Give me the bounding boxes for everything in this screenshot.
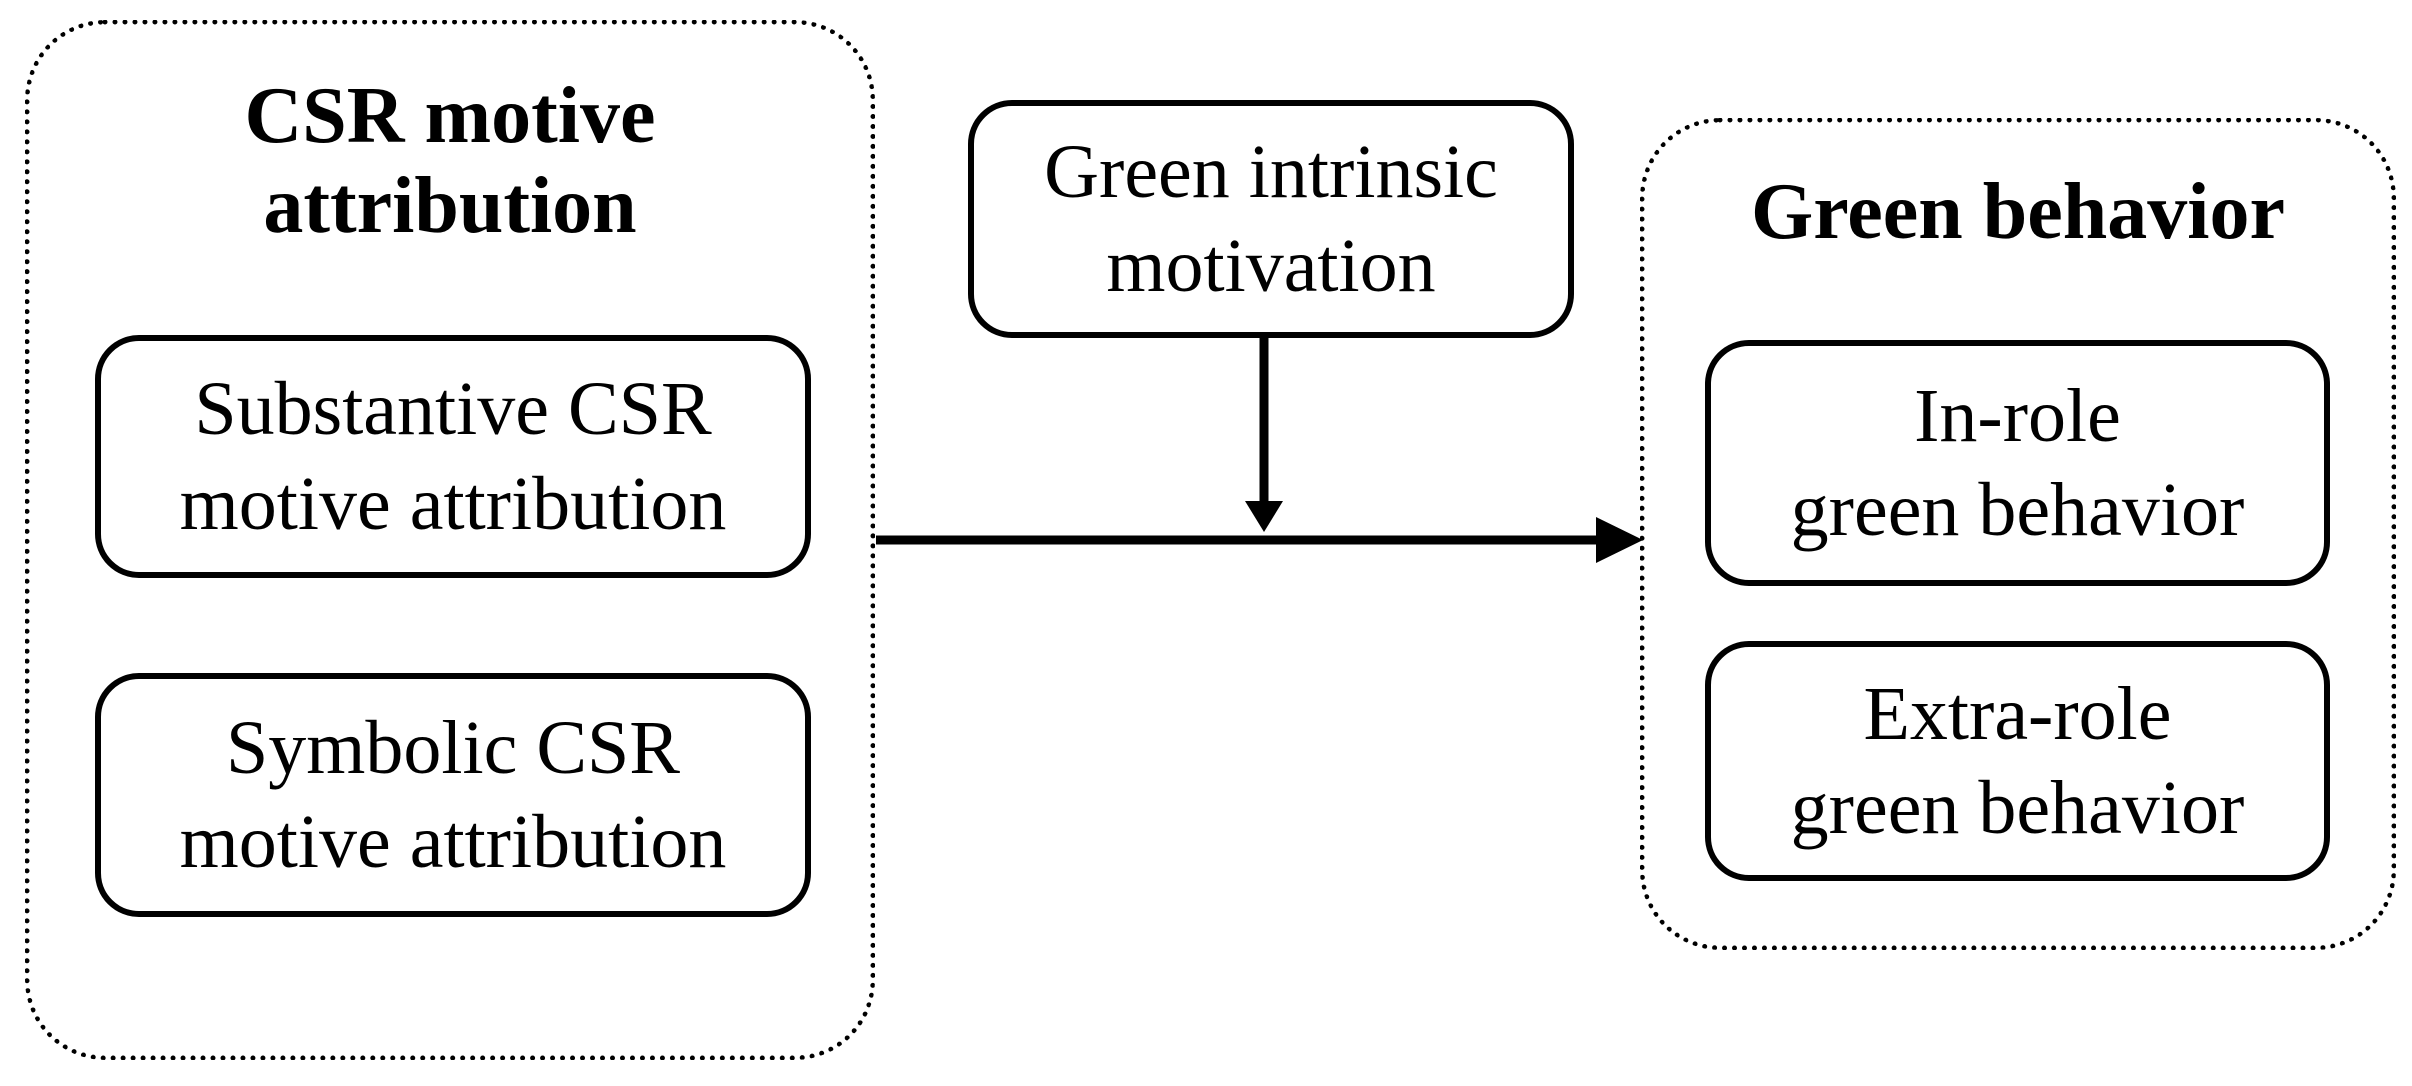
csr-motive-attribution-title-line1: CSR motive — [244, 72, 656, 160]
csr-motive-attribution-title-line2: attribution — [263, 161, 637, 250]
in-role-green-behavior-node: In-role green behavior — [1705, 340, 2330, 586]
green-intrinsic-motivation-node: Green intrinsic motivation — [968, 100, 1574, 338]
in-role-node-line2: green behavior — [1790, 468, 2245, 552]
moderation-arrow — [1245, 338, 1283, 532]
csr-motive-attribution-group-title: CSR motive attribution — [25, 72, 875, 251]
extra-role-green-behavior-node: Extra-role green behavior — [1705, 641, 2330, 881]
extra-role-node-line1: Extra-role — [1863, 671, 2172, 756]
in-role-node-line1: In-role — [1914, 373, 2121, 458]
moderator-node-line1: Green intrinsic — [1044, 129, 1498, 214]
symbolic-csr-motive-attribution-node: Symbolic CSR motive attribution — [95, 673, 811, 917]
green-behavior-group-title: Green behavior — [1640, 168, 2396, 258]
substantive-node-line1: Substantive CSR — [194, 367, 712, 452]
symbolic-node-line1: Symbolic CSR — [226, 705, 680, 790]
substantive-node-line2: motive attribution — [179, 461, 727, 546]
green-behavior-title-line1: Green behavior — [1750, 168, 2286, 256]
substantive-csr-motive-attribution-node: Substantive CSR motive attribution — [95, 335, 811, 578]
moderator-node-line2: motivation — [1106, 224, 1436, 308]
symbolic-node-line2: motive attribution — [179, 800, 727, 884]
extra-role-node-line2: green behavior — [1790, 766, 2245, 850]
main-effect-arrow — [876, 517, 1643, 563]
